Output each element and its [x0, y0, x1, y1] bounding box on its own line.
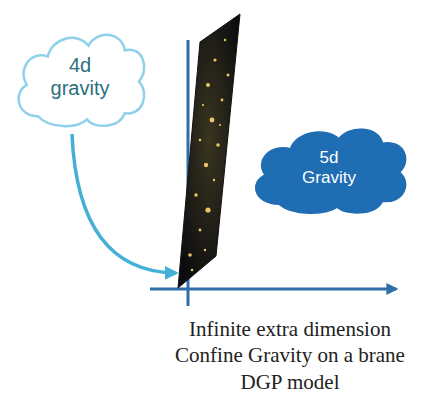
caption-text: Infinite extra dimension Confine Gravity… — [162, 316, 418, 395]
cloud-label: 4d gravity — [40, 54, 120, 100]
curved-arrow — [72, 134, 176, 273]
cloud-shape — [19, 35, 145, 126]
cloud-5d: 5d Gravity — [246, 118, 412, 218]
horizontal-axis — [150, 288, 396, 291]
cloud-shape — [256, 130, 405, 213]
cloud-label: 5d Gravity — [293, 148, 365, 187]
brane-stars — [188, 39, 229, 272]
brane-sheet — [178, 14, 240, 288]
cloud-4d: 4d gravity — [10, 22, 150, 132]
